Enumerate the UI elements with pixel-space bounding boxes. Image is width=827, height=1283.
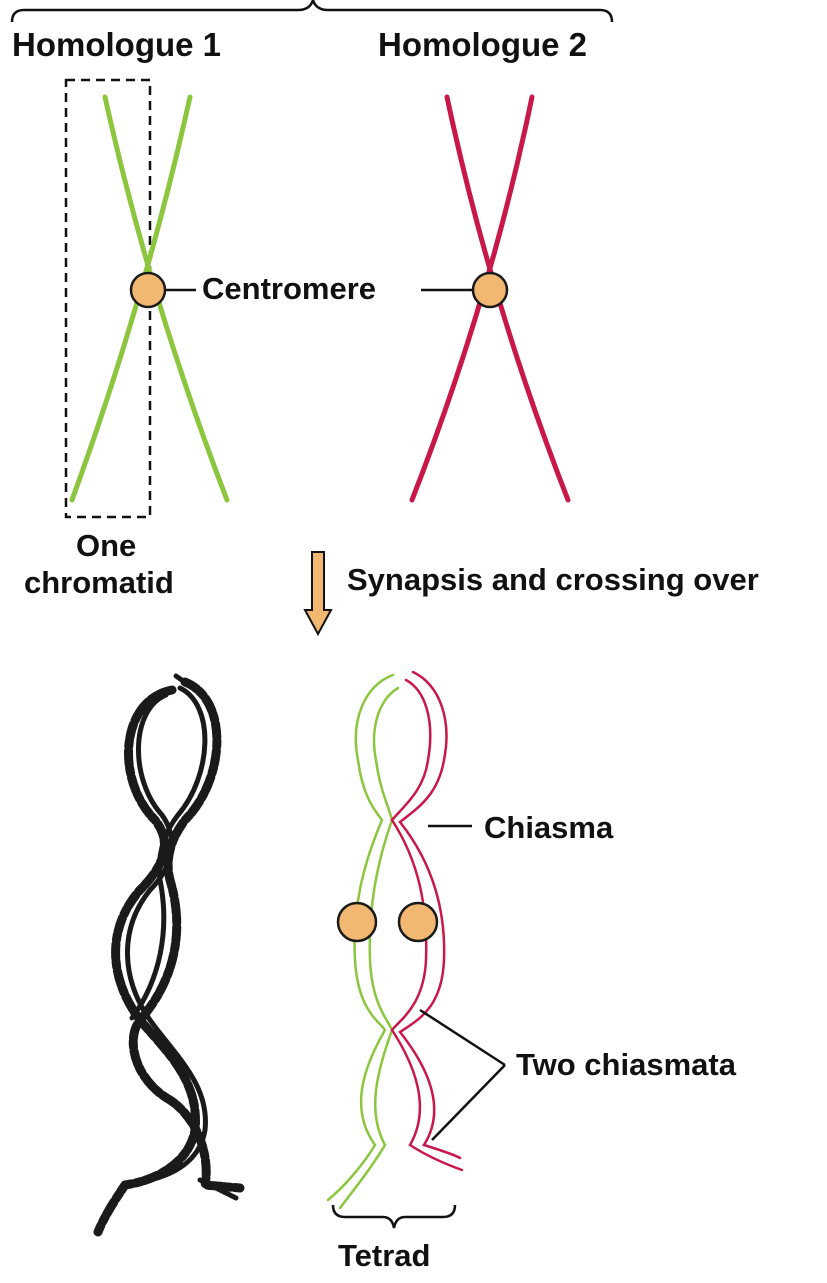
tetrad-green-inner — [340, 688, 398, 1208]
homologue-2-chromosome — [412, 97, 568, 500]
tetrad-label: Tetrad — [338, 1238, 430, 1274]
one-chromatid-label-line2: chromatid — [24, 565, 174, 601]
one-chromatid-label-line1: One — [76, 528, 136, 564]
synapsis-label: Synapsis and crossing over — [347, 562, 759, 598]
tetrad-drawing — [328, 672, 462, 1208]
tetrad-centromere-right — [399, 903, 437, 941]
tetrad-micrograph — [98, 676, 240, 1232]
homologue-2-chromatid-right — [412, 97, 532, 500]
centromere-1 — [131, 273, 165, 307]
tetrad-brace — [333, 1205, 455, 1228]
two-chiasmata-label: Two chiasmata — [516, 1047, 736, 1083]
down-arrow — [305, 552, 331, 634]
centromere-2 — [473, 273, 507, 307]
homologue-2-chromatid-left — [447, 97, 568, 500]
homologue-2-label: Homologue 2 — [378, 26, 587, 64]
homologue-1-chromatid-right — [72, 97, 190, 500]
chiasma-label: Chiasma — [484, 810, 613, 846]
homologue-1-label: Homologue 1 — [12, 26, 221, 64]
top-brace — [12, 0, 612, 22]
centromere-label: Centromere — [202, 271, 376, 307]
tetrad-centromere-left — [338, 903, 376, 941]
